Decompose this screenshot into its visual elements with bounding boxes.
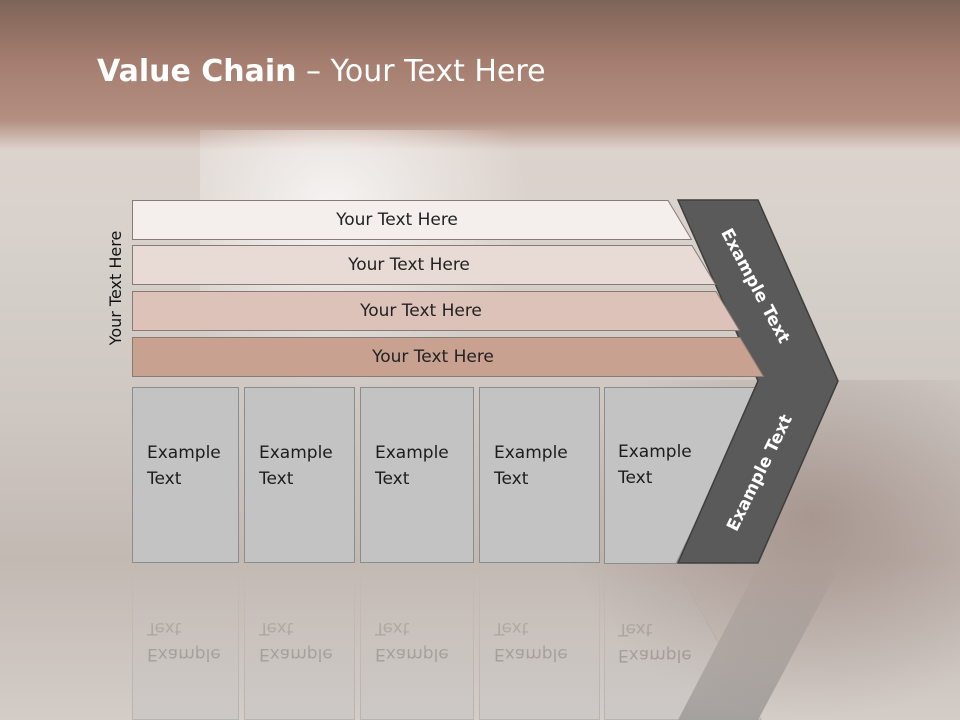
reflected-label-line2: Text bbox=[375, 618, 410, 638]
reflected-column: Example Text bbox=[132, 566, 239, 720]
column-label-line2: Text bbox=[618, 468, 653, 488]
bar-label: Your Text Here bbox=[372, 347, 494, 367]
slide-title: Value Chain – Your Text Here bbox=[97, 54, 546, 89]
value-bar-2[interactable]: Your Text Here bbox=[132, 245, 716, 285]
reflected-column: Example Text bbox=[244, 566, 355, 720]
reflected-label-line1: Example bbox=[375, 644, 449, 664]
activity-column-3[interactable]: Example Text bbox=[360, 387, 474, 563]
column-label-line2: Text bbox=[147, 469, 182, 489]
reflected-column: Example Text bbox=[479, 566, 600, 720]
bar-label: Your Text Here bbox=[348, 255, 470, 275]
activity-column-4[interactable]: Example Text bbox=[479, 387, 600, 563]
reflection-content: Example Text Example Text Example Text E… bbox=[0, 566, 960, 720]
column-label-line1: Example bbox=[494, 443, 568, 463]
reflected-label-line1: Example bbox=[494, 644, 568, 664]
reflected-label: Example Text bbox=[259, 615, 349, 667]
reflected-label-line1: Example bbox=[259, 644, 333, 664]
reflected-label: Example Text bbox=[375, 615, 465, 667]
reflected-label: Example Text bbox=[147, 615, 237, 667]
value-bar-4[interactable]: Your Text Here bbox=[132, 337, 764, 377]
bar-shape bbox=[132, 337, 764, 377]
reflected-label: Example Text bbox=[494, 615, 584, 667]
column-label-line2: Text bbox=[259, 469, 294, 489]
bar-shape bbox=[132, 291, 740, 331]
slide-title-bold: Value Chain bbox=[97, 54, 297, 89]
activity-column-2[interactable]: Example Text bbox=[244, 387, 355, 563]
reflected-label-line2: Text bbox=[494, 618, 529, 638]
slide-title-rest: – Your Text Here bbox=[296, 54, 546, 89]
reflected-shapes bbox=[604, 566, 840, 720]
reflected-label: Example Text bbox=[618, 616, 692, 668]
column-label-line2: Text bbox=[494, 469, 529, 489]
reflected-label-line1: Example bbox=[618, 645, 692, 665]
reflected-label-line2: Text bbox=[618, 619, 653, 639]
value-bar-1[interactable]: Your Text Here bbox=[132, 200, 692, 240]
bar-shape bbox=[132, 200, 692, 240]
side-label: Your Text Here bbox=[106, 230, 125, 346]
reflected-label-line2: Text bbox=[259, 618, 294, 638]
bar-shape bbox=[132, 245, 716, 285]
reflection: Example Text Example Text Example Text E… bbox=[0, 566, 960, 720]
column-label: Example Text bbox=[618, 439, 718, 491]
margin-chevron[interactable] bbox=[676, 199, 840, 565]
column-label-line1: Example bbox=[259, 443, 333, 463]
activity-column-1[interactable]: Example Text bbox=[132, 387, 239, 563]
bar-label: Your Text Here bbox=[336, 210, 458, 230]
activity-column-5[interactable]: Example Text bbox=[604, 387, 764, 564]
reflected-column: Example Text bbox=[360, 566, 474, 720]
reflected-label-line2: Text bbox=[147, 618, 182, 638]
bar-label: Your Text Here bbox=[360, 301, 482, 321]
column-shape bbox=[604, 387, 762, 564]
column-label-line1: Example bbox=[147, 443, 221, 463]
reflected-label-line1: Example bbox=[147, 644, 221, 664]
value-bar-3[interactable]: Your Text Here bbox=[132, 291, 740, 331]
column-label-line2: Text bbox=[375, 469, 410, 489]
column-label-line1: Example bbox=[375, 443, 449, 463]
column-label-line1: Example bbox=[618, 442, 692, 462]
